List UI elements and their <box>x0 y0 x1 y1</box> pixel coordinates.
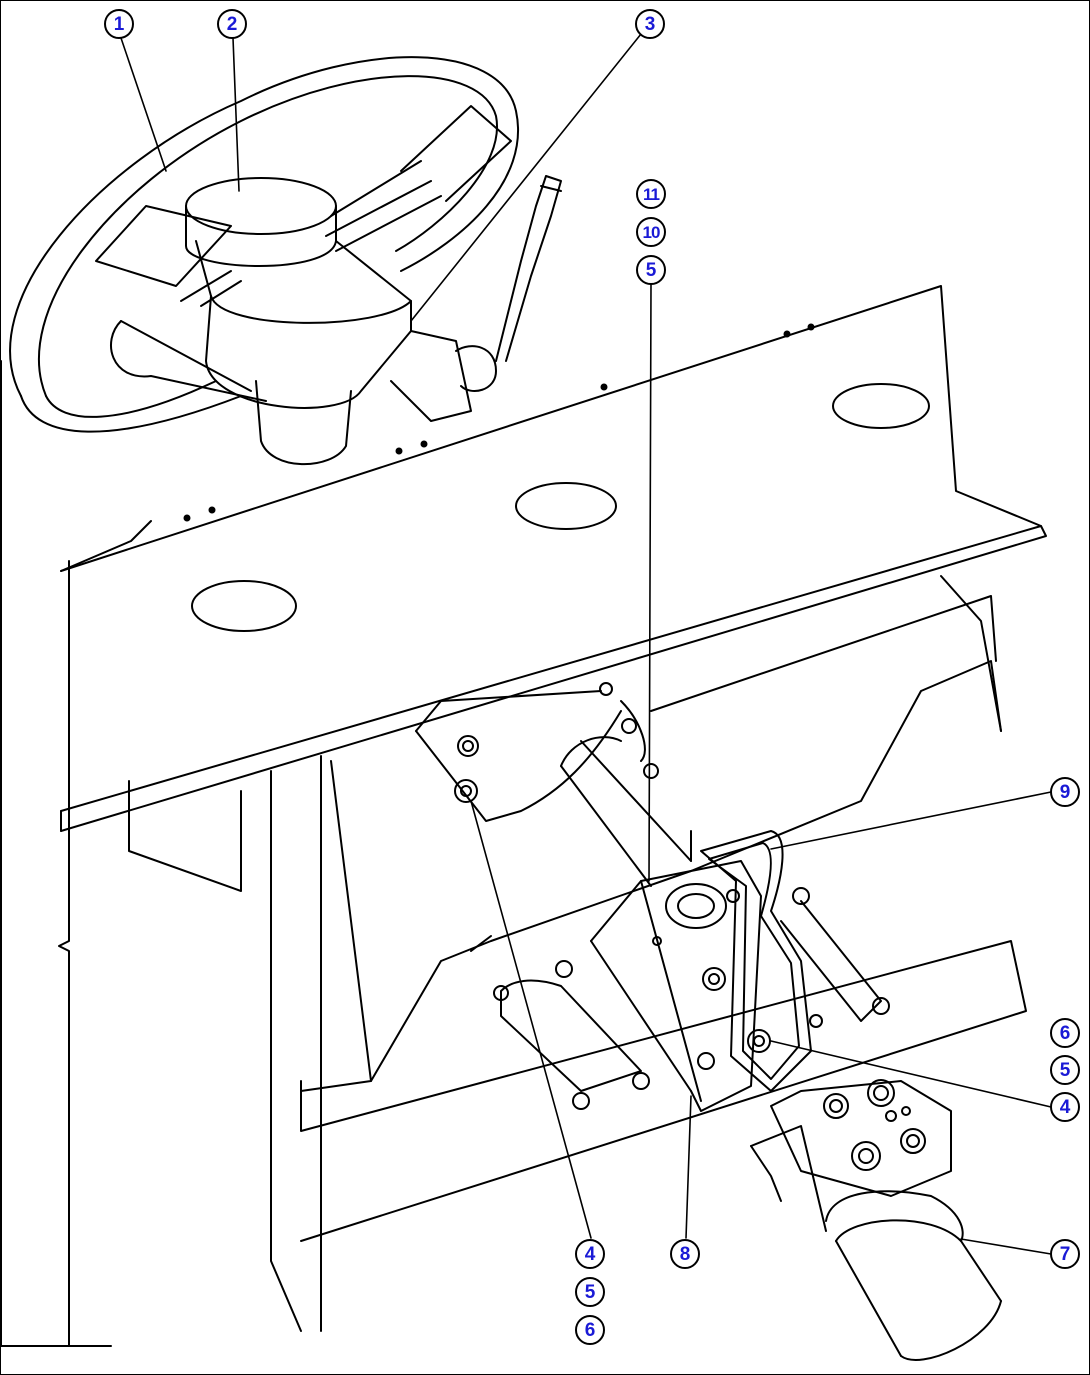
callout-7: 7 <box>1050 1239 1080 1269</box>
callout-5-top-label: 5 <box>645 259 657 281</box>
callout-3-label: 3 <box>644 13 656 35</box>
callout-8-label: 8 <box>679 1243 691 1265</box>
callout-2-label: 2 <box>226 13 238 35</box>
column-bracket <box>415 682 659 822</box>
frame-post <box>1 360 372 1347</box>
callout-4-bottom-label: 4 <box>584 1243 596 1265</box>
callout-5-bottom: 5 <box>575 1277 605 1307</box>
callout-3: 3 <box>635 9 665 39</box>
callout-9-label: 9 <box>1059 781 1071 803</box>
callout-4-right: 4 <box>1050 1092 1080 1122</box>
callout-6-bottom: 6 <box>575 1315 605 1345</box>
callout-2: 2 <box>217 9 247 39</box>
callout-8: 8 <box>670 1239 700 1269</box>
callout-5-right: 5 <box>1050 1055 1080 1085</box>
callout-6-right-label: 6 <box>1059 1022 1071 1044</box>
callout-6-bottom-label: 6 <box>584 1319 596 1341</box>
callout-5-top: 5 <box>636 255 666 285</box>
callout-1-label: 1 <box>113 13 125 35</box>
spring-clips <box>493 887 890 1110</box>
steering-valve <box>750 1079 1002 1361</box>
callout-10-label: 10 <box>642 222 661 242</box>
steering-wheel <box>9 56 519 433</box>
callout-11-label: 11 <box>643 184 660 204</box>
callout-5-right-label: 5 <box>1059 1059 1071 1081</box>
dashboard-panel <box>60 285 1047 832</box>
leader-lines <box>120 33 1052 1255</box>
callout-7-label: 7 <box>1059 1243 1071 1265</box>
callout-1: 1 <box>104 9 134 39</box>
steering-hub <box>180 175 562 466</box>
gasket <box>700 830 812 1092</box>
callout-9: 9 <box>1050 777 1080 807</box>
callout-5-bottom-label: 5 <box>584 1281 596 1303</box>
mounting-plate <box>590 860 771 1112</box>
cross-member <box>300 575 1027 1242</box>
callout-4-bottom: 4 <box>575 1239 605 1269</box>
callout-4-right-label: 4 <box>1059 1096 1071 1118</box>
callout-11: 11 <box>636 179 666 209</box>
callout-6-right: 6 <box>1050 1018 1080 1048</box>
steering-column <box>560 736 692 887</box>
callout-10: 10 <box>636 217 666 247</box>
